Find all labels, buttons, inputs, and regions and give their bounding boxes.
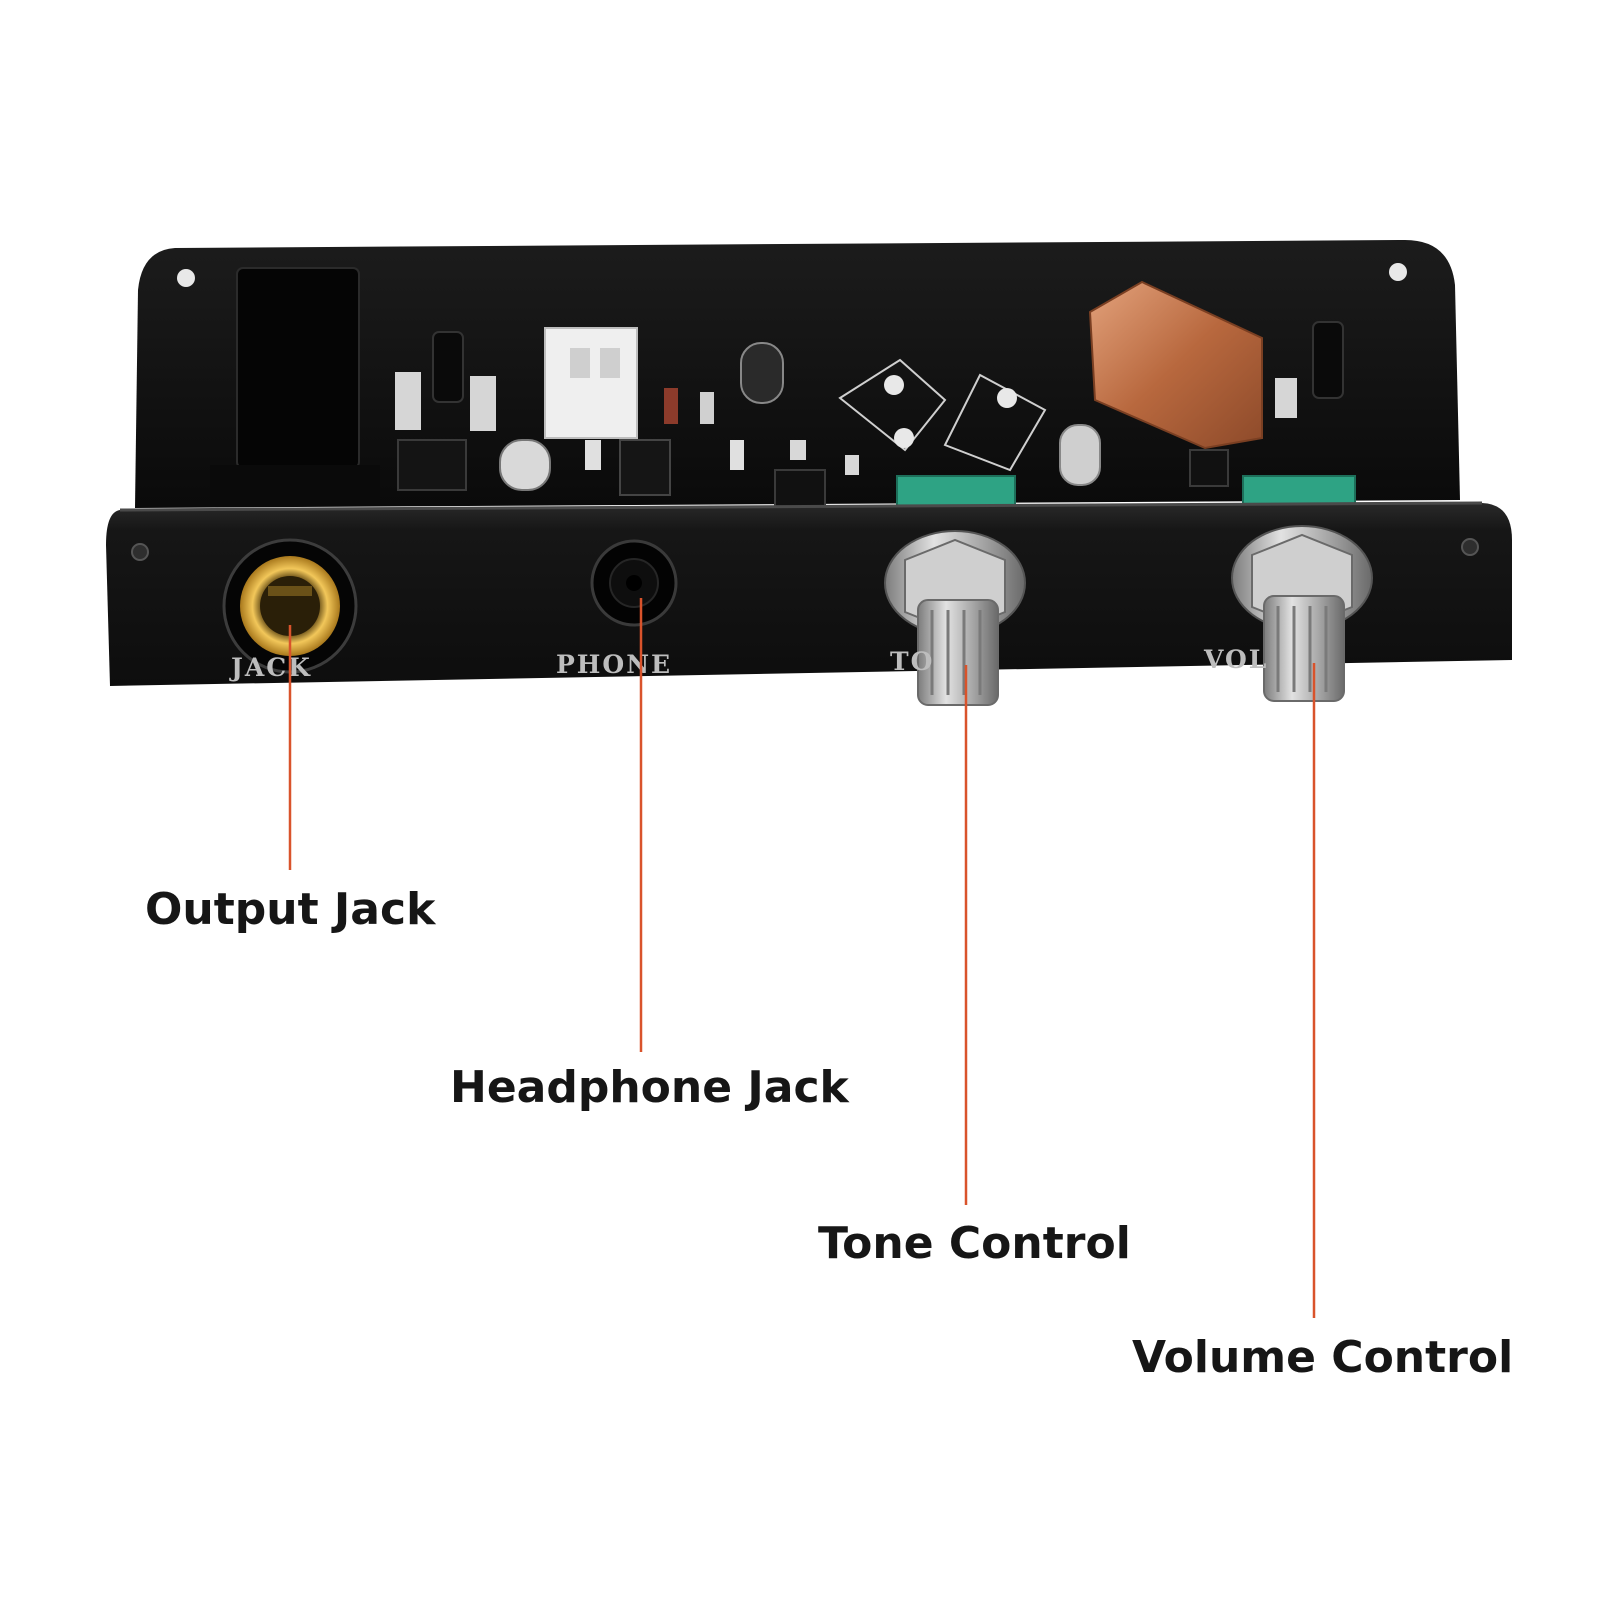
panel-label-jack: JACK <box>229 653 312 682</box>
headphone-jack <box>590 539 678 627</box>
volume-knob <box>1231 525 1373 702</box>
callout-volume-control: Volume Control <box>1132 1332 1514 1383</box>
panel-screw-hole-icon <box>131 543 149 561</box>
callout-headphone-jack: Headphone Jack <box>450 1062 849 1113</box>
mount-hole-icon <box>177 269 195 287</box>
panel-label-volume: VOL <box>1203 645 1268 674</box>
output-jack-housing <box>236 267 360 469</box>
leader-lines <box>288 598 1316 1318</box>
capacitor <box>740 342 784 404</box>
callout-output-jack: Output Jack <box>145 884 436 935</box>
panel-label-phone: PHONE <box>556 650 672 679</box>
op-amp-chip <box>397 439 467 491</box>
front-panel <box>106 501 1512 686</box>
mount-hole-icon <box>1389 263 1407 281</box>
circuit-board <box>135 240 1460 511</box>
panel-label-tone: TO <box>890 647 934 676</box>
panel-screw-hole-icon <box>1461 538 1479 556</box>
battery-connector <box>544 327 638 439</box>
tone-pot-body <box>896 475 1016 507</box>
output-jack <box>222 538 358 674</box>
tone-knob <box>884 530 1026 706</box>
copper-shield <box>1088 280 1263 450</box>
callout-tone-control: Tone Control <box>818 1218 1131 1269</box>
volume-pot-body <box>1242 475 1356 507</box>
